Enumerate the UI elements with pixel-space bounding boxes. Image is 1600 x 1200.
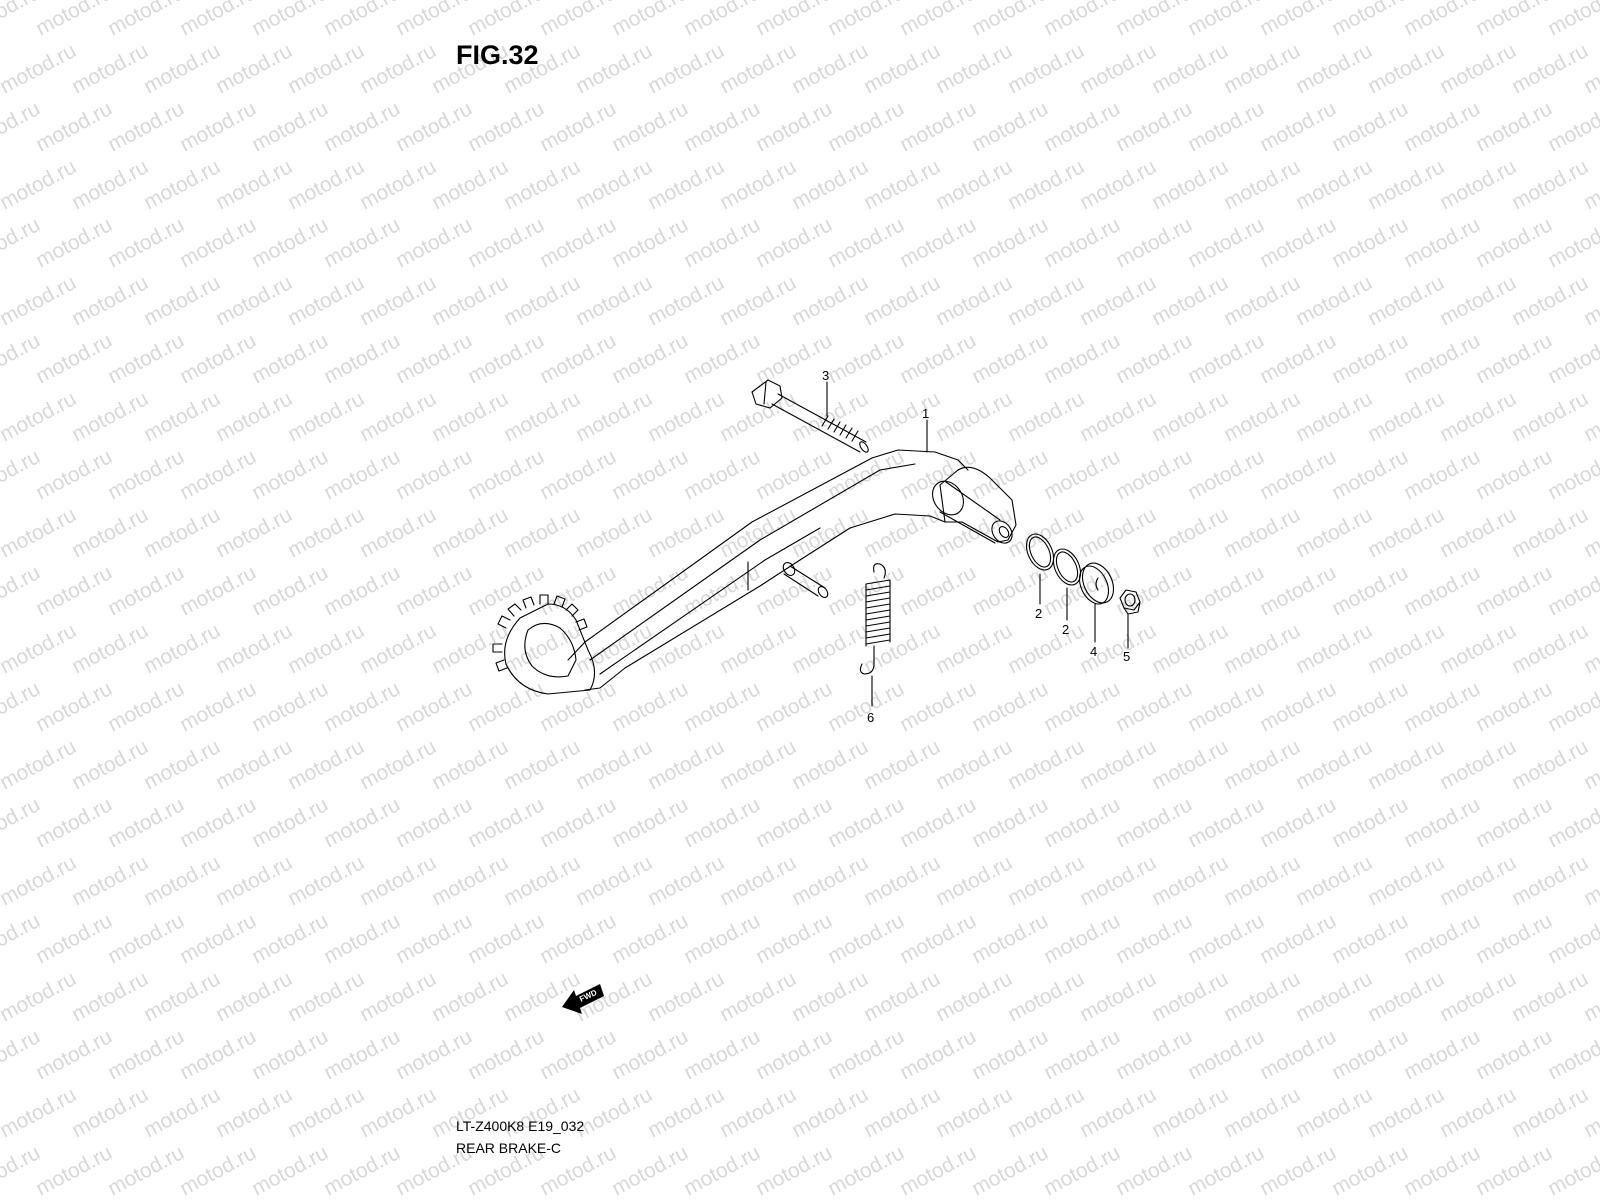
callout-number[interactable]: 2 [1062, 622, 1069, 637]
callout-number[interactable]: 5 [1123, 649, 1130, 664]
callout-number[interactable]: 4 [1090, 644, 1097, 659]
callout-number[interactable]: 1 [922, 406, 929, 421]
fwd-arrow-icon: FWD [562, 984, 604, 1014]
model-code: LT-Z400K8 E19_032 [456, 1118, 585, 1134]
callout-numbers: 3 1 2 2 4 5 6 [822, 368, 1130, 725]
section-name: REAR BRAKE-C [456, 1140, 562, 1156]
callout-number[interactable]: 6 [867, 710, 874, 725]
figure-title: FIG.32 [456, 40, 539, 70]
return-spring-part[interactable] [859, 563, 891, 675]
brake-pedal-part[interactable] [492, 449, 1017, 695]
callout-number[interactable]: 3 [822, 368, 829, 383]
washer-part[interactable] [1074, 558, 1120, 609]
nut-part[interactable] [1119, 589, 1141, 615]
o-ring-part[interactable] [1048, 545, 1086, 590]
o-ring-part[interactable] [1021, 530, 1059, 575]
callout-number[interactable]: 2 [1035, 606, 1042, 621]
bolt-part[interactable] [751, 379, 870, 454]
leader-lines [826, 381, 1129, 707]
